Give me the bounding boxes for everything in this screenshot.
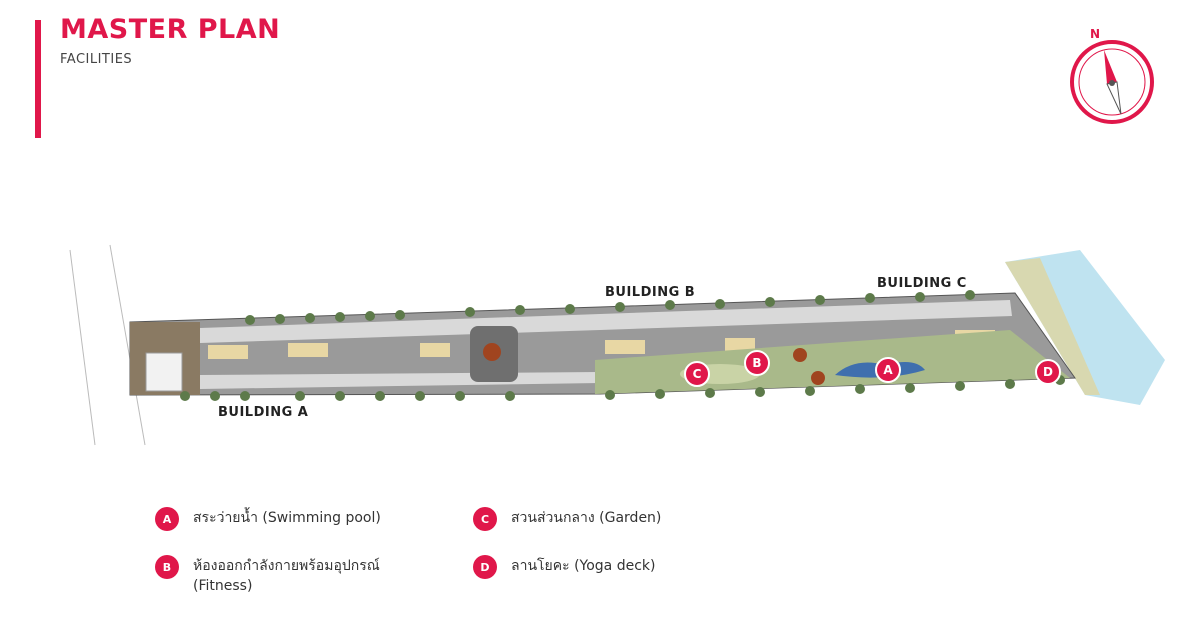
header-accent-bar <box>35 20 41 138</box>
legend-marker: C <box>473 507 497 531</box>
marker-swimming-pool[interactable]: A <box>875 357 901 383</box>
tree-rows <box>180 290 1065 401</box>
page-title: MASTER PLAN <box>60 14 281 45</box>
legend-item-yoga-deck: D ลานโยคะ (Yoga deck) <box>473 555 655 579</box>
legend-label-english: (Fitness) <box>193 578 253 594</box>
marker-fitness[interactable]: B <box>744 350 770 376</box>
compass-icon <box>1070 40 1154 124</box>
legend-label: สวนส่วนกลาง (Garden) <box>511 510 662 526</box>
legend-item-fitness: B ห้องออกกำลังกายพร้อมอุปกรณ์ (Fitness) <box>155 555 380 596</box>
legend-marker: A <box>155 507 179 531</box>
building-c-label: BUILDING C <box>877 276 967 291</box>
building-a-label: BUILDING A <box>218 405 309 420</box>
legend-item-swimming-pool: A สระว่ายน้ำ (Swimming pool) <box>155 507 381 531</box>
marker-yoga-deck[interactable]: D <box>1035 359 1061 385</box>
legend-label-thai: ห้องออกกำลังกายพร้อมอุปกรณ์ <box>193 558 380 574</box>
legend-marker: B <box>155 555 179 579</box>
legend-label: สระว่ายน้ำ (Swimming pool) <box>193 510 381 526</box>
legend-label: ลานโยคะ (Yoga deck) <box>511 558 656 574</box>
building-b-label: BUILDING B <box>605 285 696 300</box>
legend-marker: D <box>473 555 497 579</box>
legend-item-garden: C สวนส่วนกลาง (Garden) <box>473 507 661 531</box>
page-subtitle: FACILITIES <box>60 52 133 67</box>
legend-label: ห้องออกกำลังกายพร้อมอุปกรณ์ (Fitness) <box>193 555 380 596</box>
marker-garden[interactable]: C <box>684 361 710 387</box>
compass-north-label: N <box>1090 27 1100 41</box>
